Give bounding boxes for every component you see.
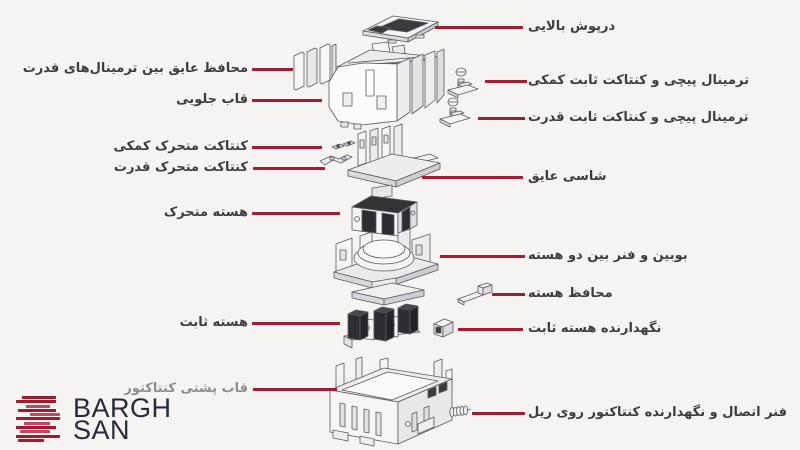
insulation-guard-illustration [293,43,337,91]
part-label-power-moving-contact: کنتاکت متحرک قدرت [113,160,248,175]
power-terminal-illustration [439,97,471,128]
coil-and-spring-illustration [333,228,439,306]
part-label-aux-moving-contact: کنتاکت متحرک کمکی [113,139,248,154]
part-label-insulating-chassis: شاسی عایق [528,169,607,184]
aux-moving-contact-illustration [331,140,356,150]
leader-line-aux-terminal [485,80,527,83]
power-moving-contact-illustration [319,154,353,166]
part-label-rail-spring: فنر اتصال و نگهدارنده کنتاکتور روی ریل [528,405,787,420]
logo-stripe [18,408,56,412]
leader-line-top-cover [435,26,523,29]
part-label-front-frame: قاب جلویی [176,92,248,107]
back-frame-illustration [329,356,453,447]
leader-line-fixed-core-holder [458,328,523,331]
rail-spring-illustration [449,405,472,417]
insulating-chassis-illustration [347,123,441,200]
part-label-top-cover: درپوش بالایی [528,19,616,34]
leader-line-back-frame [253,388,337,391]
logo-stripe [22,396,56,399]
part-label-moving-core: هسته متحرک [163,205,248,220]
logo-stripe [16,434,60,438]
brand-name-top: BARGH [73,393,172,423]
leader-line-coil-and-spring [440,255,525,258]
part-label-aux-terminal: ترمینال پیچی و کنتاکت ثابت کمکی [528,73,749,88]
moving-core-illustration [351,195,418,237]
logo-stripe [20,430,50,434]
leader-line-aux-moving-contact [252,146,322,149]
part-label-fixed-core: هسته ثابت [179,315,248,330]
brand-name-bottom: SAN [73,415,131,445]
part-label-insulation-guard: محافظ عایق بین ترمینال‌های قدرت [22,61,248,76]
leader-line-power-moving-contact [253,167,325,170]
bargh-san-logo-text: BARGH SAN [73,393,172,445]
logo-stripe [16,400,56,404]
logo-stripe [26,404,50,408]
fixed-core-illustration [343,303,421,349]
logo-stripe [24,421,50,425]
bargh-san-logo: BARGH SAN [16,393,172,445]
logo-stripe [18,438,44,442]
leader-line-insulation-guard [252,68,293,71]
leader-line-fixed-core [252,322,340,325]
aux-terminal-illustration [447,67,479,99]
leader-line-core-guard [492,293,525,296]
core-guard-illustration [457,282,493,306]
leader-line-front-frame [252,99,322,102]
logo-stripe [30,413,60,417]
bargh-san-logo-icon [16,396,62,442]
logo-stripe [16,426,56,430]
logo-stripe [16,417,60,421]
leader-line-insulating-chassis [422,176,523,179]
leader-line-power-terminal [478,117,525,120]
part-label-power-terminal: ترمینال پیچی و کنتاکت ثابت قدرت [528,110,749,125]
part-label-coil-and-spring: بوبین و فنر بین دو هسته [528,248,688,263]
top-cover-illustration [362,15,439,44]
front-frame-illustration [328,41,445,130]
leader-line-moving-core [252,212,340,215]
part-label-core-guard: محافظ هسته [528,286,613,301]
part-label-back-frame: قاب پشتی کنتاکتور [124,381,248,396]
fixed-core-holder-illustration [433,318,454,338]
leader-line-rail-spring [472,412,525,415]
part-label-fixed-core-holder: نگهدارنده هسته ثابت [528,321,662,336]
